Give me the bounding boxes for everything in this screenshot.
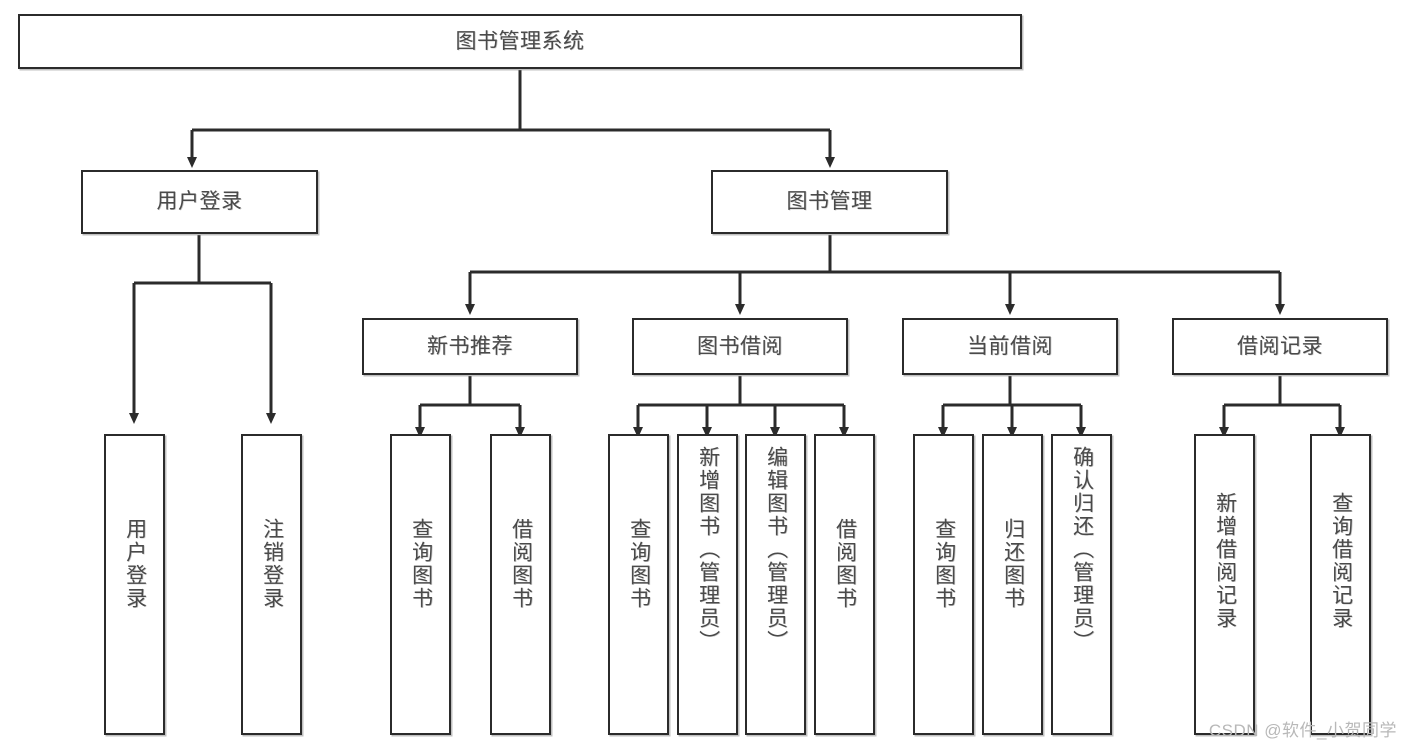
node-new-book-recommend[interactable]: 新书推荐	[362, 318, 578, 375]
node-root-label: 图书管理系统	[455, 29, 585, 53]
node-leaf-query-book-3-label: 查询图书	[932, 518, 956, 610]
node-leaf-query-book-1-label: 查询图书	[409, 518, 433, 610]
node-leaf-user-login[interactable]: 用户登录	[104, 434, 165, 735]
node-new-book-recommend-label: 新书推荐	[427, 334, 513, 358]
node-leaf-borrow-book-2[interactable]: 借阅图书	[814, 434, 875, 735]
node-leaf-user-login-label: 用户登录	[123, 518, 147, 610]
node-borrow-record-label: 借阅记录	[1237, 334, 1323, 358]
node-leaf-borrow-book-1-label: 借阅图书	[509, 518, 533, 610]
node-leaf-logout[interactable]: 注销登录	[241, 434, 302, 735]
node-leaf-query-book-3[interactable]: 查询图书	[913, 434, 974, 735]
node-leaf-add-book[interactable]: 新增图书（管理员）	[677, 434, 738, 735]
node-borrow-record[interactable]: 借阅记录	[1172, 318, 1388, 375]
node-book-manage-label: 图书管理	[786, 190, 873, 214]
node-leaf-add-record[interactable]: 新增借阅记录	[1194, 434, 1255, 735]
node-book-borrow[interactable]: 图书借阅	[632, 318, 848, 375]
node-root[interactable]: 图书管理系统	[18, 14, 1022, 69]
node-leaf-borrow-book-1[interactable]: 借阅图书	[490, 434, 551, 735]
node-leaf-query-record-label: 查询借阅记录	[1329, 492, 1353, 630]
node-current-borrow-label: 当前借阅	[967, 334, 1053, 358]
node-user-login[interactable]: 用户登录	[81, 170, 318, 234]
node-current-borrow[interactable]: 当前借阅	[902, 318, 1118, 375]
node-leaf-return-book-label: 归还图书	[1001, 518, 1025, 610]
node-book-manage[interactable]: 图书管理	[711, 170, 948, 234]
watermark: CSDN @软件_小贺同学	[1208, 721, 1397, 740]
node-leaf-confirm-return[interactable]: 确认归还（管理员）	[1051, 434, 1112, 735]
node-user-login-label: 用户登录	[156, 190, 243, 214]
node-leaf-query-book-2-label: 查询图书	[627, 518, 651, 610]
node-leaf-return-book[interactable]: 归还图书	[982, 434, 1043, 735]
node-leaf-logout-label: 注销登录	[260, 518, 284, 610]
node-leaf-edit-book-label: 编辑图书（管理员）	[764, 446, 788, 653]
node-leaf-query-book-1[interactable]: 查询图书	[390, 434, 451, 735]
node-leaf-add-record-label: 新增借阅记录	[1213, 492, 1237, 630]
node-leaf-query-record[interactable]: 查询借阅记录	[1310, 434, 1371, 735]
node-book-borrow-label: 图书借阅	[697, 334, 783, 358]
node-leaf-query-book-2[interactable]: 查询图书	[608, 434, 669, 735]
node-leaf-edit-book[interactable]: 编辑图书（管理员）	[745, 434, 806, 735]
node-leaf-borrow-book-2-label: 借阅图书	[833, 518, 857, 610]
node-leaf-confirm-return-label: 确认归还（管理员）	[1070, 446, 1094, 653]
node-leaf-add-book-label: 新增图书（管理员）	[696, 446, 720, 653]
